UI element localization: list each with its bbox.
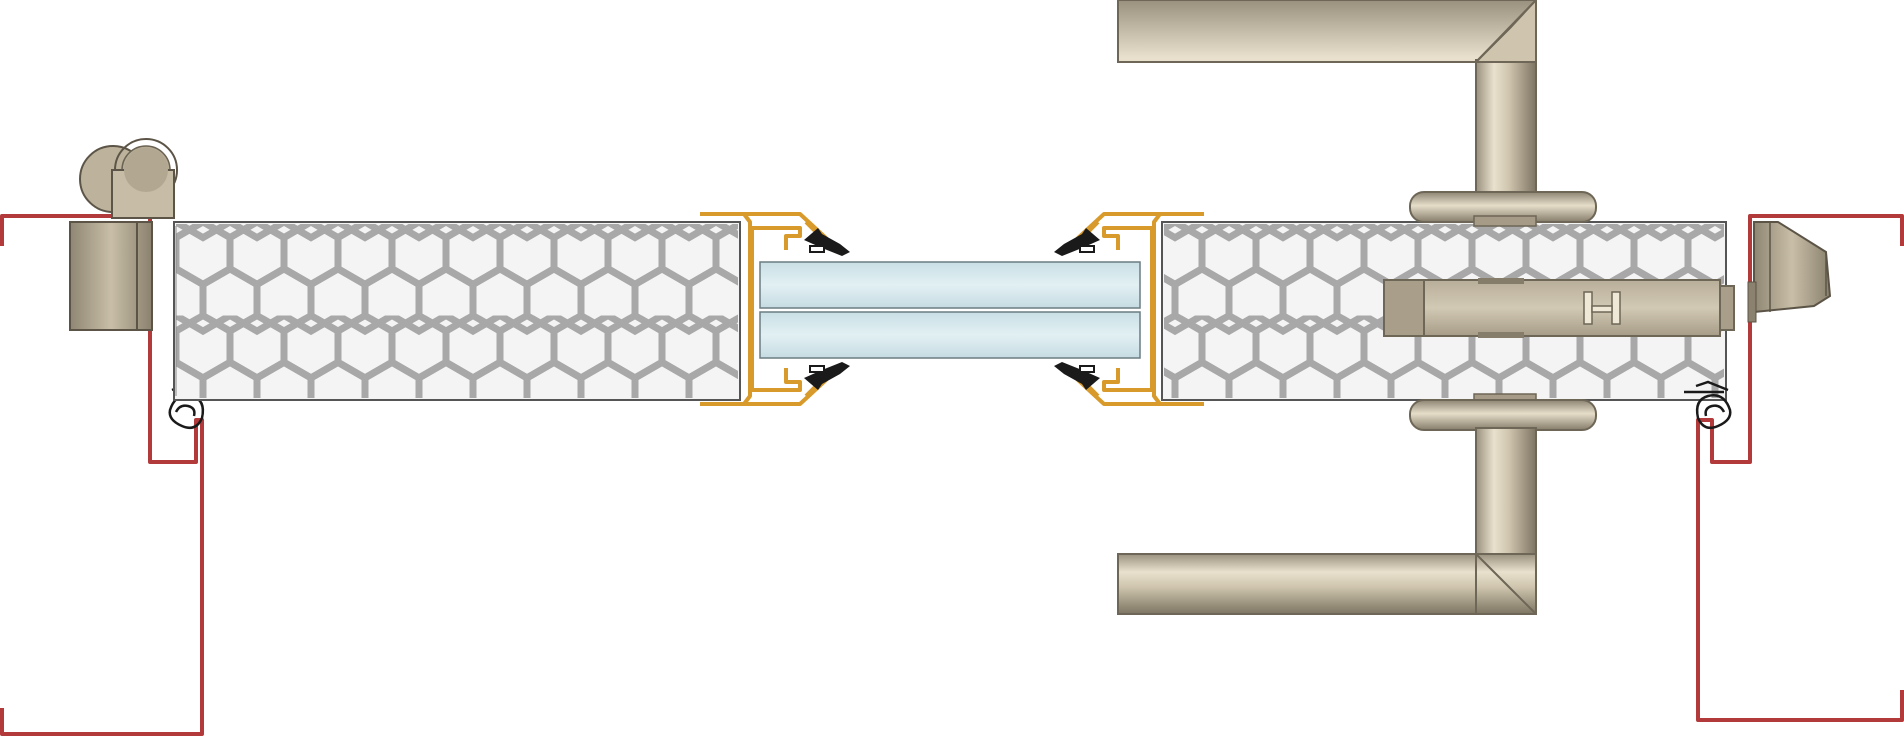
frame-right	[1696, 214, 1904, 722]
frame-gasket-right	[1684, 380, 1732, 429]
lever-handle-bottom	[1117, 427, 1537, 615]
lock-body	[1383, 278, 1735, 338]
strike-plate	[1747, 221, 1832, 323]
door-leaf-left	[173, 221, 741, 401]
lever-handle-top	[1117, 0, 1537, 197]
glazing-gasket-right	[1054, 228, 1100, 390]
double-glazing	[759, 261, 1141, 359]
rosette-bottom	[1409, 393, 1597, 431]
hinge	[69, 138, 178, 331]
frame-left	[0, 214, 204, 736]
glazing-gasket-left	[804, 228, 850, 390]
rosette-top	[1409, 191, 1597, 227]
